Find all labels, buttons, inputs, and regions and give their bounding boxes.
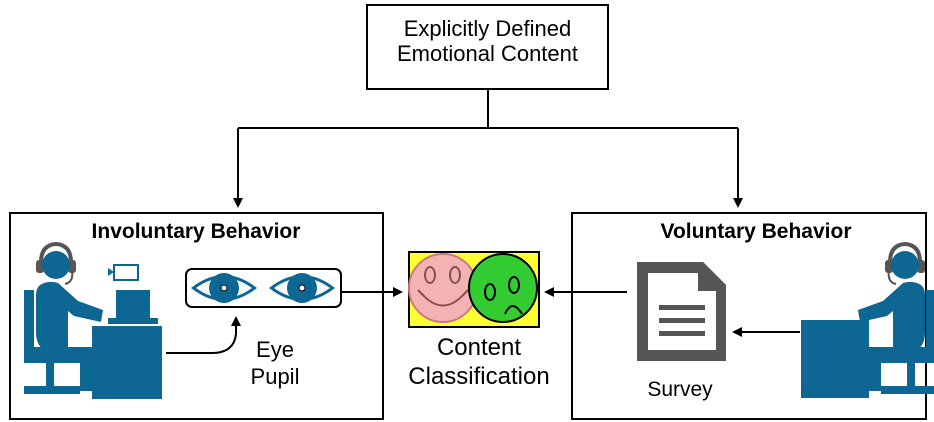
document-icon [637, 262, 726, 361]
sad-face-icon [468, 253, 538, 323]
voluntary-title: Voluntary Behavior [660, 220, 852, 243]
top-box-label: Explicitly Defined Emotional Content [370, 16, 605, 67]
content-classification-label: Content Classification [395, 333, 563, 391]
webcam-icon [108, 264, 139, 281]
top-connector [233, 89, 743, 208]
eye-label-line2: Pupil [250, 364, 300, 389]
survey-label: Survey [647, 378, 713, 401]
content-label-line2: Classification [408, 363, 550, 390]
eye-icon [269, 273, 335, 303]
headset-person-icon [801, 241, 934, 398]
eye-icon [191, 273, 257, 303]
eye-pupil-label: Eye Pupil [235, 336, 315, 390]
desk-to-eye-arrow [166, 316, 241, 354]
headset-person-icon [24, 241, 162, 399]
involuntary-panel [9, 212, 384, 420]
top-box-line2: Emotional Content [397, 41, 578, 67]
involuntary-title: Involuntary Behavior [91, 220, 301, 243]
happy-face-icon [408, 253, 478, 323]
eye-label-line1: Eye [256, 337, 294, 362]
top-box [366, 4, 609, 90]
content-label-line1: Content [436, 334, 522, 361]
top-box-line1: Explicitly Defined [403, 16, 572, 41]
